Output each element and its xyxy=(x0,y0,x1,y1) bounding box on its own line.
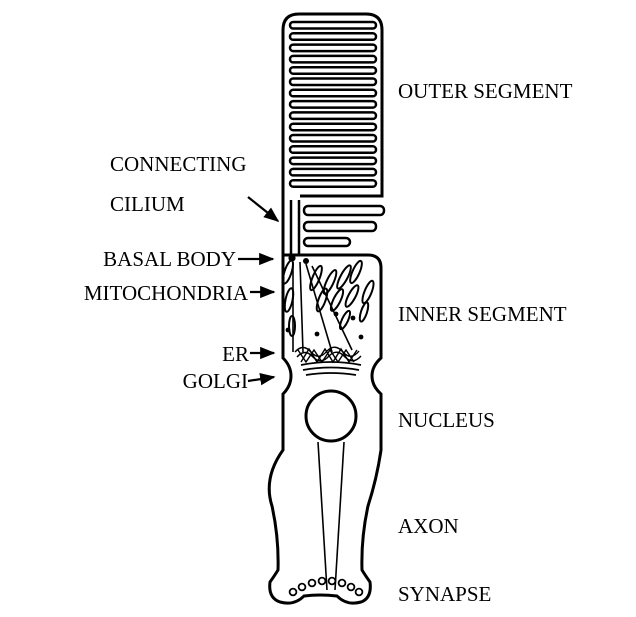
connecting-cilium xyxy=(291,200,299,254)
disc xyxy=(290,67,376,74)
arrow-connecting-cilium xyxy=(248,197,278,221)
outer-segment-discs xyxy=(290,22,376,187)
label-inner-segment: INNER SEGMENT xyxy=(398,302,567,326)
mitochondria-group xyxy=(281,260,376,336)
disc xyxy=(290,79,376,86)
vesicle xyxy=(339,580,346,587)
disc xyxy=(290,22,376,29)
mitochondrion xyxy=(343,284,360,308)
open-disc xyxy=(304,222,376,231)
disc xyxy=(290,146,376,153)
disc xyxy=(290,33,376,40)
open-disc xyxy=(304,238,350,246)
label-connecting-cilium-line1: CONNECTING xyxy=(110,152,247,176)
disc xyxy=(290,90,376,97)
mitochondrion xyxy=(289,316,295,336)
disc xyxy=(290,56,376,63)
label-outer-segment: OUTER SEGMENT xyxy=(398,79,573,103)
label-axon: AXON xyxy=(398,514,459,538)
golgi-apparatus xyxy=(301,362,361,375)
vesicle xyxy=(299,584,306,591)
vesicle xyxy=(319,578,326,585)
mitochondrion xyxy=(358,302,370,323)
disc xyxy=(290,158,376,165)
disc xyxy=(290,112,376,119)
axon-lines xyxy=(318,442,344,590)
disc xyxy=(290,101,376,108)
vesicle xyxy=(348,584,355,591)
nucleus xyxy=(306,391,356,441)
vesicle xyxy=(329,578,336,585)
disc xyxy=(290,45,376,52)
vesicle xyxy=(290,589,297,596)
mitochondrion xyxy=(329,288,346,313)
arrow-golgi xyxy=(248,377,274,381)
disc xyxy=(290,180,376,187)
label-golgi: GOLGI xyxy=(183,369,248,393)
label-nucleus: NUCLEUS xyxy=(398,408,495,432)
vesicle xyxy=(356,589,363,596)
open-disc xyxy=(304,206,384,215)
disc xyxy=(290,124,376,131)
label-mitochondria: MITOCHONDRIA xyxy=(84,281,249,305)
vesicle xyxy=(309,580,316,587)
label-synapse: SYNAPSE xyxy=(398,582,491,606)
mitochondrion xyxy=(360,280,375,305)
disc xyxy=(290,169,376,176)
label-connecting-cilium-line2: CILIUM xyxy=(110,192,185,216)
basal-body xyxy=(303,258,309,264)
label-basal-body: BASAL BODY xyxy=(103,247,236,271)
label-er: ER xyxy=(222,342,249,366)
mitochondrion xyxy=(338,310,352,331)
disc xyxy=(290,135,376,142)
